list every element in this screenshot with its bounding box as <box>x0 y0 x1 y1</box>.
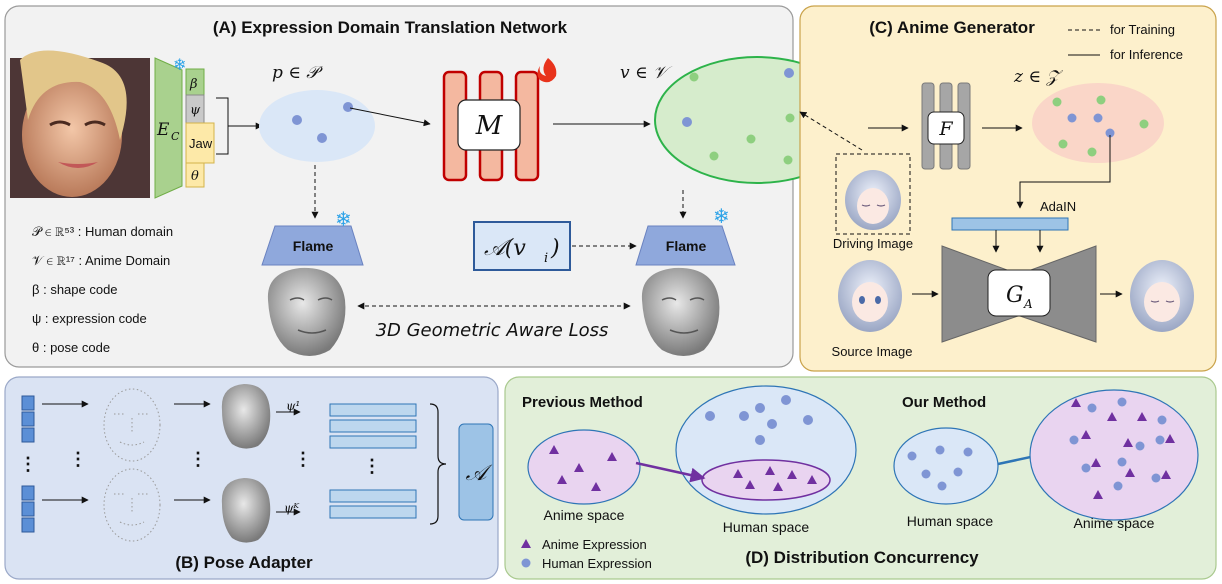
output-anime-image <box>1130 260 1194 332</box>
previous-anime-triangles <box>549 445 617 491</box>
panel-c-title: (C) Anime Generator <box>869 18 1035 37</box>
vertical-ellipsis: ⋮ <box>69 449 87 469</box>
adain-label: AdaIN <box>1040 199 1076 214</box>
previous-anime-space-label: Anime space <box>544 507 625 523</box>
mapping-network-f: F <box>921 82 971 170</box>
expression-layers-top <box>329 403 417 449</box>
jaw-label: Jaw <box>189 136 213 151</box>
adain-vector <box>951 217 1069 231</box>
our-aligned-pairs <box>1069 397 1175 499</box>
human-dot <box>317 133 327 143</box>
latent-dots <box>1052 95 1149 157</box>
driving-image-label: Driving Image <box>833 236 913 251</box>
previous-method-label: Previous Method <box>522 394 643 411</box>
our-anime-space-label: Anime space <box>1074 515 1155 531</box>
previous-human-dots <box>705 395 813 445</box>
legend-inference: for Inference <box>1110 47 1183 62</box>
human-dot <box>343 102 353 112</box>
psi-symbol: ψ <box>190 103 201 118</box>
legend-dot-marker <box>521 558 531 568</box>
loss-label: 3D Geometric Aware Loss <box>376 320 609 341</box>
our-human-space <box>893 427 999 505</box>
encoder-subscript: C <box>171 130 180 143</box>
frozen-snowflake-icon: ❄ <box>713 206 730 228</box>
panel-d-title: (D) Distribution Concurrency <box>745 548 979 567</box>
our-human-space-label: Human space <box>907 513 994 529</box>
theta-symbol: θ <box>191 169 199 184</box>
panel-a-title: (A) Expression Domain Translation Networ… <box>213 18 568 37</box>
source-image-label: Source Image <box>832 344 913 359</box>
legend-triangle-marker <box>521 539 531 548</box>
panel-b-title: (B) Pose Adapter <box>175 553 313 572</box>
input-face-photo <box>10 50 150 198</box>
frozen-snowflake-icon: ❄ <box>335 209 352 231</box>
landmark-face-top <box>103 388 161 462</box>
panel-d: (D) Distribution Concurrency Previous Me… <box>504 376 1217 580</box>
driving-image-frame <box>835 153 911 235</box>
vertical-ellipsis: ⋮ <box>19 454 37 474</box>
our-anime-space <box>1029 389 1199 521</box>
legend-human-domain: 𝒫 ∈ ℝ⁵³ : Human domain <box>32 224 173 239</box>
pose-head-top <box>221 384 271 449</box>
v-label: v ∈ 𝒱 <box>620 63 673 83</box>
expression-layers-bottom <box>329 489 417 519</box>
human-dot <box>292 115 302 125</box>
trainable-flame-icon <box>537 58 557 83</box>
landmark-face-bottom <box>103 468 161 542</box>
3d-head-left <box>267 267 346 356</box>
our-method-label: Our Method <box>902 394 986 411</box>
anime-param-box <box>473 221 571 271</box>
anime-param-label: 𝒜(v <box>484 236 526 261</box>
pose-head-bottom <box>221 478 271 543</box>
panel-c: (C) Anime Generator for Training for Inf… <box>799 5 1217 372</box>
bracket <box>429 403 447 525</box>
legend-shape-code: β : shape code <box>32 282 118 297</box>
generator-ga: G A <box>941 245 1097 343</box>
flame-label-left: Flame <box>293 238 334 254</box>
flame-label-right: Flame <box>666 238 707 254</box>
anime-param-close-paren: ) <box>550 236 560 261</box>
vertical-ellipsis: ⋮ <box>189 449 207 469</box>
previous-anime-space <box>527 429 641 505</box>
pose-input-stack-top <box>21 395 35 443</box>
legend-anime-expression: Anime Expression <box>542 537 647 552</box>
flame-model-left <box>261 225 364 266</box>
vertical-ellipsis: ⋮ <box>294 449 312 469</box>
psi-1-label: ψ¹ <box>286 399 300 413</box>
legend-training: for Training <box>1110 22 1175 37</box>
psi-k-label: ψᴷ <box>284 501 300 515</box>
previous-collapsed-triangles <box>733 466 817 491</box>
3d-head-right <box>641 267 720 356</box>
legend-anime-domain: 𝒱 ∈ ℝ¹⁷ : Anime Domain <box>32 253 170 268</box>
beta-symbol: β <box>189 77 198 92</box>
anime-output-block <box>458 423 494 521</box>
encoder-label: E <box>156 120 170 140</box>
mapper-label: M <box>475 111 504 141</box>
source-anime-image <box>838 260 902 332</box>
z-label: z ∈ 𝒵 <box>1013 67 1063 87</box>
frozen-snowflake-icon: ❄ <box>173 57 186 74</box>
f-label: F <box>938 118 953 140</box>
generator-subscript: A <box>1023 297 1033 311</box>
human-param-distribution <box>259 90 375 162</box>
flame-model-right <box>635 225 736 266</box>
encoder-block: E C <box>154 57 183 199</box>
panel-b: (B) Pose Adapter ⋮ ⋮ ⋮ <box>4 376 499 580</box>
param-stack: β ψ Jaw θ <box>185 68 215 188</box>
previous-human-space-label: Human space <box>723 519 810 535</box>
legend-human-expression: Human Expression <box>542 556 652 571</box>
legend-expression-code: ψ : expression code <box>32 311 147 326</box>
generator-label: G <box>1006 283 1024 308</box>
pose-input-stack-bottom <box>21 485 35 533</box>
p-label: p ∈ 𝒫 <box>272 63 323 83</box>
our-human-dots <box>907 445 973 491</box>
anime-param-subscript: i <box>544 251 548 266</box>
driving-anime-image <box>845 170 901 230</box>
legend-pose-code: θ : pose code <box>32 340 110 355</box>
panel-a: (A) Expression Domain Translation Networ… <box>4 5 860 368</box>
vertical-ellipsis: ⋮ <box>363 456 381 476</box>
mapper-network: M <box>442 70 540 182</box>
